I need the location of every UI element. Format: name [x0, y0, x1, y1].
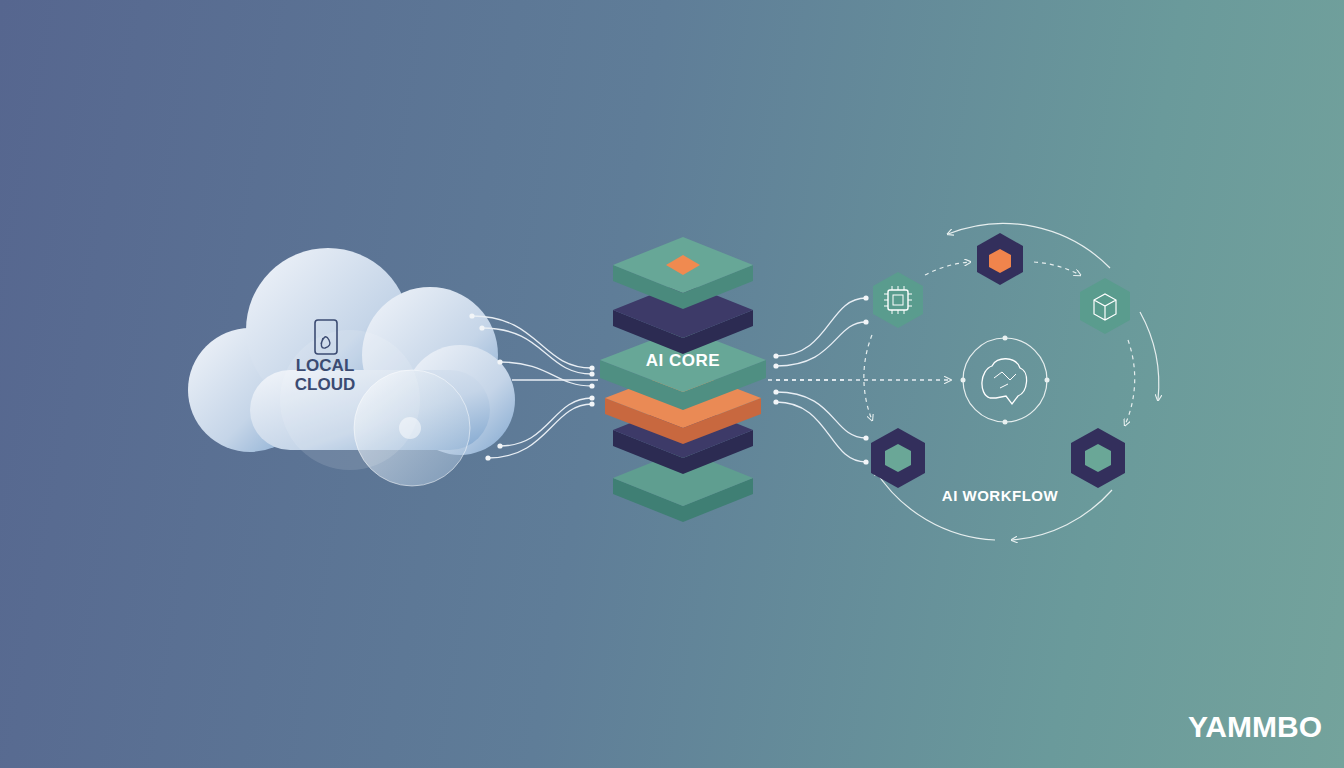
- core-stack-node: AI CORE: [600, 330, 766, 392]
- node-label: AI CORE: [646, 351, 720, 371]
- connector: [512, 379, 598, 380]
- wire-dot: [469, 313, 594, 460]
- workflow-hexagon: [871, 233, 1130, 488]
- workflow-ring: [864, 223, 1159, 540]
- wire: [472, 316, 592, 458]
- connector: [768, 379, 848, 380]
- watermark: YAMMBO: [1188, 710, 1322, 744]
- node-label: AI WORKFLOW: [942, 487, 1058, 504]
- brain-icon: [982, 359, 1027, 404]
- ring-dot: [961, 336, 1050, 425]
- node-label: LOCAL CLOUD: [280, 356, 370, 394]
- cloud-node: LOCAL CLOUD: [276, 345, 374, 405]
- cloud-shape: [188, 248, 515, 486]
- workflow-node: AI WORKFLOW: [850, 475, 1150, 515]
- stack-layers: [600, 237, 766, 522]
